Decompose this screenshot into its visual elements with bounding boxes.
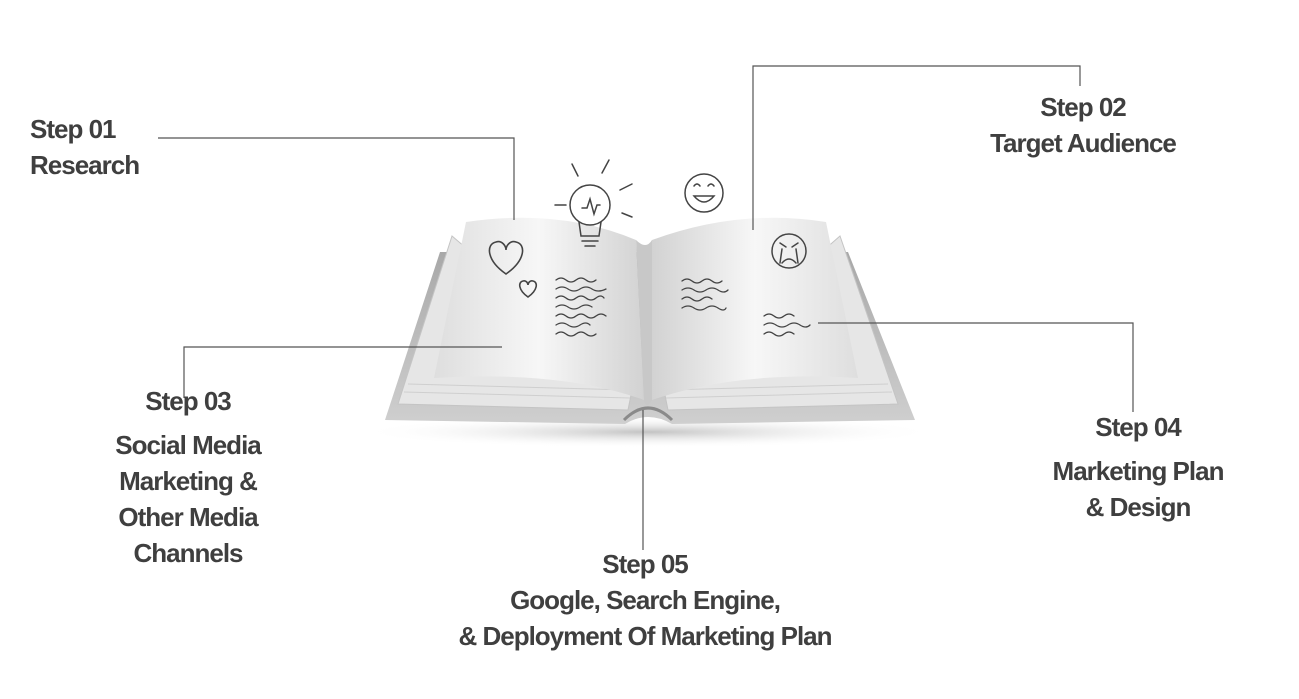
- step-04-text-line-2: & Design: [1085, 492, 1192, 522]
- step-02-text: Target Audience: [990, 128, 1177, 158]
- step-03-text-line-4: Channels: [133, 538, 243, 568]
- step-05-title: Step 05: [602, 549, 689, 579]
- step-03-title: Step 03: [145, 386, 232, 416]
- step-01-title: Step 01: [30, 114, 117, 144]
- step-04-title: Step 04: [1095, 412, 1182, 442]
- step-02-label: Step 02 Target Audience: [950, 89, 1216, 161]
- connector-step-02: [752, 65, 1081, 230]
- connector-lines: [158, 65, 1134, 550]
- step-03-label: Step 03 Social Media Marketing & Other M…: [80, 383, 296, 571]
- connector-step-04: [818, 322, 1134, 412]
- scribble-text-left: [555, 277, 607, 337]
- lightbulb-icon: [554, 159, 633, 247]
- smiley-face-icon: [684, 173, 724, 213]
- step-03-text-line-3: Other Media: [118, 502, 258, 532]
- step-05-label: Step 05 Google, Search Engine, & Deploym…: [395, 546, 895, 654]
- step-05-text-line-1: Google, Search Engine,: [510, 585, 781, 615]
- step-04-text-line-1: Marketing Plan: [1052, 456, 1225, 486]
- step-04-label: Step 04 Marketing Plan & Design: [1018, 409, 1258, 525]
- step-05-text-line-2: & Deployment Of Marketing Plan: [458, 621, 832, 651]
- step-01-label: Step 01 Research: [30, 111, 140, 183]
- crying-face-icon: [771, 233, 807, 269]
- connector-step-03: [183, 346, 502, 398]
- connector-step-01: [158, 137, 515, 220]
- step-03-text-line-1: Social Media: [115, 430, 262, 460]
- step-02-title: Step 02: [1040, 92, 1127, 122]
- open-book-icon: [358, 217, 938, 448]
- step-01-text: Research: [30, 150, 140, 180]
- heart-icon: [488, 240, 538, 298]
- scribble-text-right: [681, 278, 811, 337]
- step-03-text-line-2: Marketing &: [119, 466, 258, 496]
